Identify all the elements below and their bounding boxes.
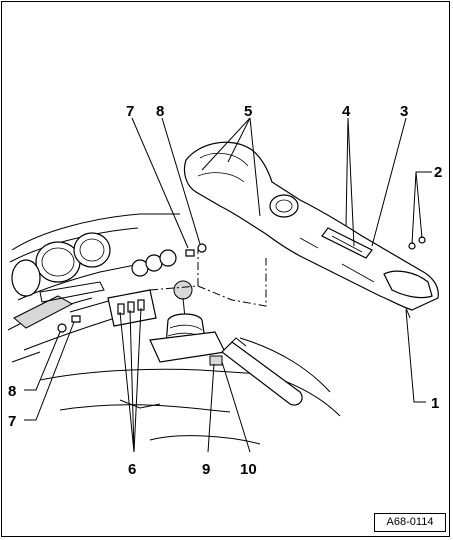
gear-shift	[107, 280, 226, 363]
shift-knob	[173, 280, 193, 300]
callout-8-top: 8	[156, 103, 164, 120]
callout-10: 10	[240, 461, 257, 478]
callout-3: 3	[400, 103, 408, 120]
callout-4: 4	[342, 103, 351, 120]
leader-lines	[24, 117, 432, 453]
callout-9: 9	[202, 461, 210, 478]
screw-8-top	[197, 243, 207, 253]
center-console	[183, 141, 439, 319]
alignment-lines	[149, 248, 267, 307]
screw-8-bottom	[57, 323, 67, 333]
screw-7-bottom	[71, 315, 81, 323]
callout-8-bottom: 8	[8, 383, 16, 400]
clip-10	[209, 355, 223, 366]
callouts: 1 2 3 4 5 6 7 8 8 7 9 10	[8, 103, 442, 478]
gauge-medium	[73, 232, 111, 268]
screws	[57, 236, 426, 333]
figure-code: A68-0114	[374, 513, 446, 532]
callout-7-bottom: 7	[8, 413, 16, 430]
callout-5: 5	[244, 103, 252, 120]
callout-1: 1	[431, 395, 439, 412]
callout-7-top: 7	[126, 103, 134, 120]
dashboard	[7, 213, 180, 363]
handbrake	[209, 337, 303, 406]
callout-2: 2	[434, 164, 442, 181]
screw-7-top	[185, 249, 195, 257]
switch-3	[159, 249, 177, 267]
gauge-small	[11, 259, 41, 297]
callout-6: 6	[128, 461, 136, 478]
